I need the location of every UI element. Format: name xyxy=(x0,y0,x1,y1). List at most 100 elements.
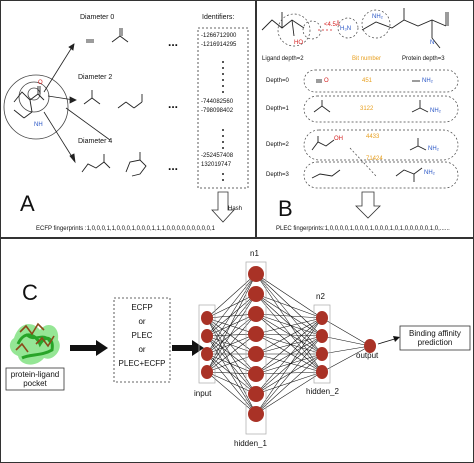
diameter-0-label: Diameter 0 xyxy=(80,14,115,21)
network-edge xyxy=(255,317,323,355)
network-edge xyxy=(321,335,371,347)
diameter-2-label: Diameter 2 xyxy=(78,74,113,81)
network-edge xyxy=(255,371,323,415)
network-edge xyxy=(255,335,323,415)
network-edge xyxy=(321,317,371,347)
output-label: output xyxy=(356,351,379,360)
panel-c-label: C xyxy=(22,280,38,305)
hidden-2-neuron xyxy=(316,347,328,361)
atom-oh-depth2: OH xyxy=(334,136,343,142)
ecfp-fingerprint-text: ECFP fingerprints :1,0,0,0,1,1,0,0,0,1,0… xyxy=(36,226,216,232)
ligand-depth-circle-inner xyxy=(302,20,322,40)
hidden-1-neuron xyxy=(248,286,264,302)
atom-nh-central: NH xyxy=(34,122,43,128)
network-edge xyxy=(255,313,323,355)
network-edge xyxy=(255,353,323,415)
network-connections xyxy=(206,273,371,415)
identifier-value: 132019747 xyxy=(201,162,232,168)
distance-label: <4.5Å xyxy=(324,22,340,28)
network-edge xyxy=(255,317,323,415)
input-option-plec: PLEC xyxy=(131,331,153,340)
network-edge xyxy=(255,353,323,373)
input-layer-label: input xyxy=(194,389,212,398)
pocket-label-box xyxy=(5,367,65,391)
network-edge xyxy=(255,353,323,375)
identifier-value: -744082560 xyxy=(201,99,234,105)
network-edge xyxy=(255,293,323,319)
arrow-input-to-network xyxy=(172,340,204,356)
input-option-ecfp: ECFP xyxy=(131,303,153,312)
atom-nh2-depth3: NH₂ xyxy=(424,170,435,176)
depth-3-label: Depth=3 xyxy=(266,172,289,178)
hidden-1-neuron xyxy=(248,386,264,402)
panel-a xyxy=(0,0,256,238)
network-edge xyxy=(255,335,323,375)
pocket-label: protein-ligand pocket xyxy=(10,370,60,389)
identifier-value: -1266712900 xyxy=(201,33,237,39)
diameter-4-label: Diameter 4 xyxy=(78,138,113,145)
atom-nh2-depth0: NH₂ xyxy=(422,78,433,84)
ellipsis-row-4: ... xyxy=(168,159,179,173)
network-edge xyxy=(255,333,323,337)
hidden-1-neuron xyxy=(248,406,264,422)
identifier-value: -1216914295 xyxy=(201,42,237,48)
identifier-value: -252457408 xyxy=(201,153,234,159)
hidden-1-neuron xyxy=(248,326,264,342)
identifier-vertical-dots xyxy=(222,61,224,181)
n1-label: n1 xyxy=(250,249,259,258)
hidden-1-neuron xyxy=(248,266,264,282)
network-edge xyxy=(255,273,323,373)
network-edge xyxy=(255,273,323,355)
fragment-d4 xyxy=(81,152,147,177)
network-neurons xyxy=(201,266,376,422)
network-edge xyxy=(255,293,323,355)
bit-number-label: Bit number xyxy=(352,56,382,62)
depth-1-label: Depth=1 xyxy=(266,106,289,112)
hidden-1-layer-frame xyxy=(245,261,267,435)
network-edge xyxy=(255,293,323,373)
hidden-1-neuron xyxy=(248,306,264,322)
n2-label: n2 xyxy=(316,292,325,301)
identifiers-title: Identifiers: xyxy=(202,14,235,21)
depth-3-box xyxy=(303,161,459,189)
input-options-box xyxy=(113,297,171,383)
ligand-top xyxy=(261,12,305,37)
network-edge xyxy=(255,313,323,373)
network-edge xyxy=(255,317,323,375)
bit-value: 451 xyxy=(362,78,373,84)
hidden-2-layer-frame xyxy=(313,304,331,384)
depth-2-box xyxy=(303,129,459,161)
network-edge xyxy=(255,335,323,395)
depth-2-label: Depth=2 xyxy=(266,142,289,148)
hidden-1-neuron xyxy=(248,346,264,362)
input-option-plec-ecfp: PLEC+ECFP xyxy=(118,359,166,368)
input-neuron xyxy=(201,329,213,343)
network-edge xyxy=(255,353,323,395)
hidden-2-neuron xyxy=(316,365,328,379)
prediction-label: Binding affinity prediction xyxy=(409,329,461,348)
input-layer-frame xyxy=(198,304,216,384)
identifier-value: -798098402 xyxy=(201,108,234,114)
depth-fragments xyxy=(311,79,429,182)
ellipsis-row-0: ... xyxy=(168,35,179,49)
plec-arrow xyxy=(355,191,381,219)
network-edge xyxy=(255,313,323,337)
atom-h3n: H₃N xyxy=(340,26,352,32)
central-molecule xyxy=(13,86,45,119)
depth-0-label: Depth=0 xyxy=(266,78,289,84)
atom-ho: HO xyxy=(294,40,303,46)
network-edge xyxy=(255,371,323,395)
atom-o-central: O xyxy=(38,80,43,86)
input-neuron xyxy=(201,347,213,361)
protein-ligand-pocket-image xyxy=(9,322,60,365)
plec-fingerprint-text: PLEC fingerprints:1,0,0,0,0,1,0,0,0,1,0,… xyxy=(276,226,450,232)
hidden-1-label: hidden_1 xyxy=(234,439,267,448)
protein-depth-label: Protein depth=3 xyxy=(402,56,445,62)
atom-n-top: N xyxy=(430,40,435,46)
fragment-d2 xyxy=(83,90,143,109)
network-edge xyxy=(255,335,323,355)
protein-depth-circle-2 xyxy=(361,9,391,39)
